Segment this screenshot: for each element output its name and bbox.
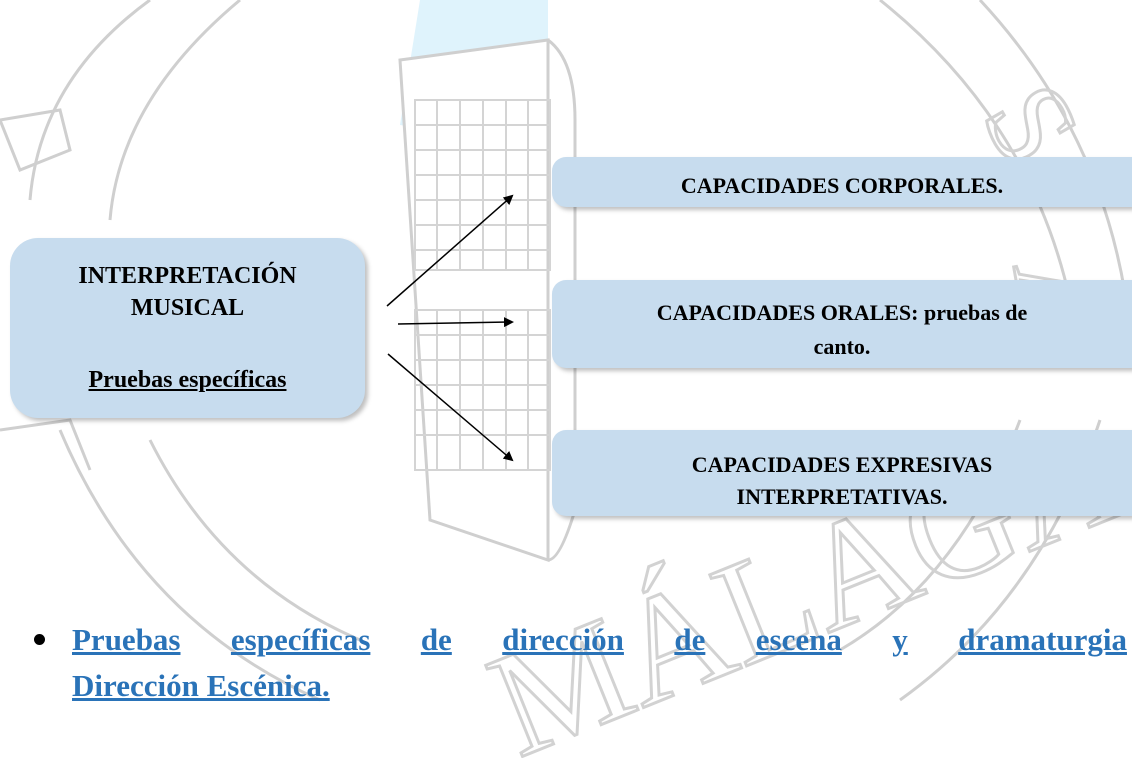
bullet-word[interactable]: y <box>892 622 908 657</box>
main-box-subtitle: Pruebas específicas <box>88 367 287 393</box>
seal-gear-tooth <box>0 108 72 172</box>
capacidades-expresivas-line1: CAPACIDADES EXPRESIVAS <box>691 452 993 477</box>
interpretacion-musical-box: INTERPRETACIÓN MUSICAL Pruebas específic… <box>10 238 365 418</box>
bullet-item[interactable]: Pruebas específicas de dirección de esce… <box>34 617 1127 709</box>
capacidades-expresivas-box: CAPACIDADES EXPRESIVAS INTERPRETATIVAS. <box>552 430 1132 516</box>
capacidades-corporales-label: CAPACIDADES CORPORALES. <box>680 173 1004 198</box>
bullet-word[interactable]: dirección <box>502 622 624 657</box>
seal-tower-edge <box>547 38 577 562</box>
seal-gear-tooth <box>0 418 92 471</box>
main-box-line2: MUSICAL <box>130 295 245 321</box>
bullet-line1[interactable]: Pruebas específicas de dirección de esce… <box>72 617 1127 663</box>
bullet-word[interactable]: específicas <box>230 622 371 657</box>
seal-ring-arc <box>108 0 241 221</box>
seal-ring-arc <box>28 0 151 201</box>
seal-ring-arc <box>148 439 361 642</box>
arrow-to-corporales <box>386 194 514 307</box>
bullet-word[interactable]: Pruebas <box>72 622 181 657</box>
bullet-word[interactable]: de <box>674 622 706 657</box>
bullet-word[interactable]: escena <box>755 622 842 657</box>
capacidades-corporales-box: CAPACIDADES CORPORALES. <box>552 157 1132 207</box>
arrow-to-expresivas <box>387 353 514 462</box>
main-box-line1: INTERPRETACIÓN <box>78 263 297 289</box>
capacidades-orales-line2: canto. <box>813 334 871 359</box>
seal-ring-arc <box>879 0 1072 301</box>
capacidades-expresivas-line2: INTERPRETATIVAS. <box>736 484 948 509</box>
seal-ring-arc <box>58 429 321 702</box>
capacidades-orales-box: CAPACIDADES ORALES: pruebas de canto. <box>552 280 1132 368</box>
bullet-word[interactable]: de <box>420 622 452 657</box>
bullet-dot-icon <box>34 634 45 645</box>
capacidades-orales-line1: CAPACIDADES ORALES: pruebas de <box>656 300 1028 325</box>
arrow-to-orales <box>397 317 514 328</box>
bullet-line2[interactable]: Dirección Escénica. <box>72 668 330 703</box>
bullet-word[interactable]: dramaturgia <box>958 622 1127 657</box>
